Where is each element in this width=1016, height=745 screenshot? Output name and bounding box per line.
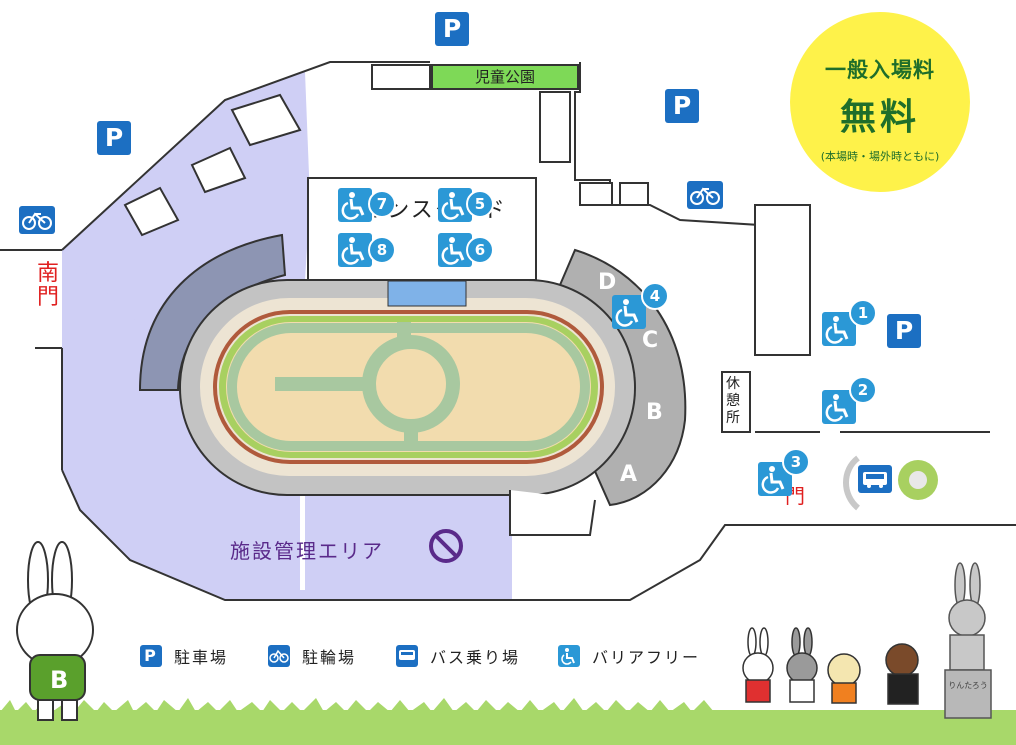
stand-c-label: C: [642, 328, 659, 353]
building-top-b: [539, 91, 571, 163]
building-left-b: [190, 146, 247, 194]
finish-area: [387, 280, 467, 307]
wheelchair-spot-7[interactable]: [338, 188, 372, 222]
parking-icon[interactable]: P: [665, 89, 699, 123]
statue-plate: りんたろう: [948, 681, 988, 690]
wheelchair-number: 1: [849, 299, 877, 327]
bicycle-icon[interactable]: [19, 206, 55, 234]
admission-fee-free: 無料: [839, 97, 920, 138]
building-left-c: [123, 186, 180, 237]
playground-label: 児童公園: [474, 68, 535, 86]
admission-fee-badge: 一般入場料 無料 (本場時・場外時ともに): [790, 12, 970, 192]
building-right-tall: [754, 204, 811, 356]
wheelchair-number: 2: [849, 376, 877, 404]
legend-parking: P 駐車場: [140, 644, 228, 668]
mascot-group: [742, 627, 919, 705]
rest-area-building: [721, 371, 751, 433]
statue: [944, 562, 992, 719]
admission-fee-title: 一般入場料: [825, 58, 935, 82]
bicycle-icon: [268, 645, 290, 667]
parking-icon[interactable]: P: [887, 314, 921, 348]
playground-area: [431, 64, 579, 90]
parking-icon: P: [140, 645, 162, 667]
south-gate-label: 南門: [36, 261, 59, 310]
parking-icon[interactable]: P: [97, 121, 131, 155]
legend-bus: バス乗り場: [396, 644, 520, 668]
wheelchair-spot-8[interactable]: [338, 233, 372, 267]
bus-stop-arc: [843, 455, 861, 511]
bus-icon: [396, 645, 418, 667]
legend-label: 駐車場: [174, 648, 229, 667]
legend-label: バス乗り場: [430, 648, 521, 667]
no-entry-icon: [429, 529, 463, 563]
building-top-a: [371, 64, 431, 90]
wheelchair-number: 4: [641, 282, 669, 310]
admission-fee-note: (本場時・場外時ともに): [820, 150, 940, 163]
wheelchair-number: 5: [466, 190, 494, 218]
mascot-left: [16, 541, 94, 721]
mascot-shirt-letter: B: [50, 666, 69, 694]
building-left-a: [230, 93, 302, 147]
bus-icon[interactable]: [858, 465, 892, 493]
infield-path-ring: [227, 323, 590, 451]
track-inner-line: [213, 310, 604, 464]
wheelchair-number: 8: [368, 236, 396, 264]
wheelchair-number: 6: [466, 236, 494, 264]
infield: [226, 322, 591, 452]
wheelchair-number: 7: [368, 190, 396, 218]
site-boundary-bottom: [61, 469, 1016, 601]
legend-wheelchair: バリアフリー: [558, 644, 700, 668]
facility-area-label: 施設管理エリア: [230, 539, 384, 563]
stand-a-label: A: [620, 462, 638, 487]
wheelchair-number: 3: [782, 448, 810, 476]
legend-label: 駐輪場: [302, 648, 357, 667]
facility-management-area: [62, 72, 510, 600]
facility-management-area-left: [62, 250, 300, 600]
legend-label: バリアフリー: [592, 648, 701, 667]
wheelchair-icon: [558, 645, 580, 667]
facility-management-area-lower: [305, 480, 512, 600]
parking-icon[interactable]: P: [435, 12, 469, 46]
wheelchair-spot-4[interactable]: [612, 295, 646, 329]
legend-bicycle: 駐輪場: [268, 644, 356, 668]
rest-area-label: 休憩所: [726, 376, 740, 426]
grass-tufts: [0, 698, 1016, 745]
stand-d-label: D: [598, 270, 617, 295]
bicycle-icon[interactable]: [687, 181, 723, 209]
building-right-b: [619, 182, 649, 206]
walkway-lower-right: [509, 490, 596, 536]
site-boundary-outline: [61, 61, 430, 251]
building-right-a: [579, 182, 613, 206]
stand-b-label: B: [646, 400, 663, 425]
